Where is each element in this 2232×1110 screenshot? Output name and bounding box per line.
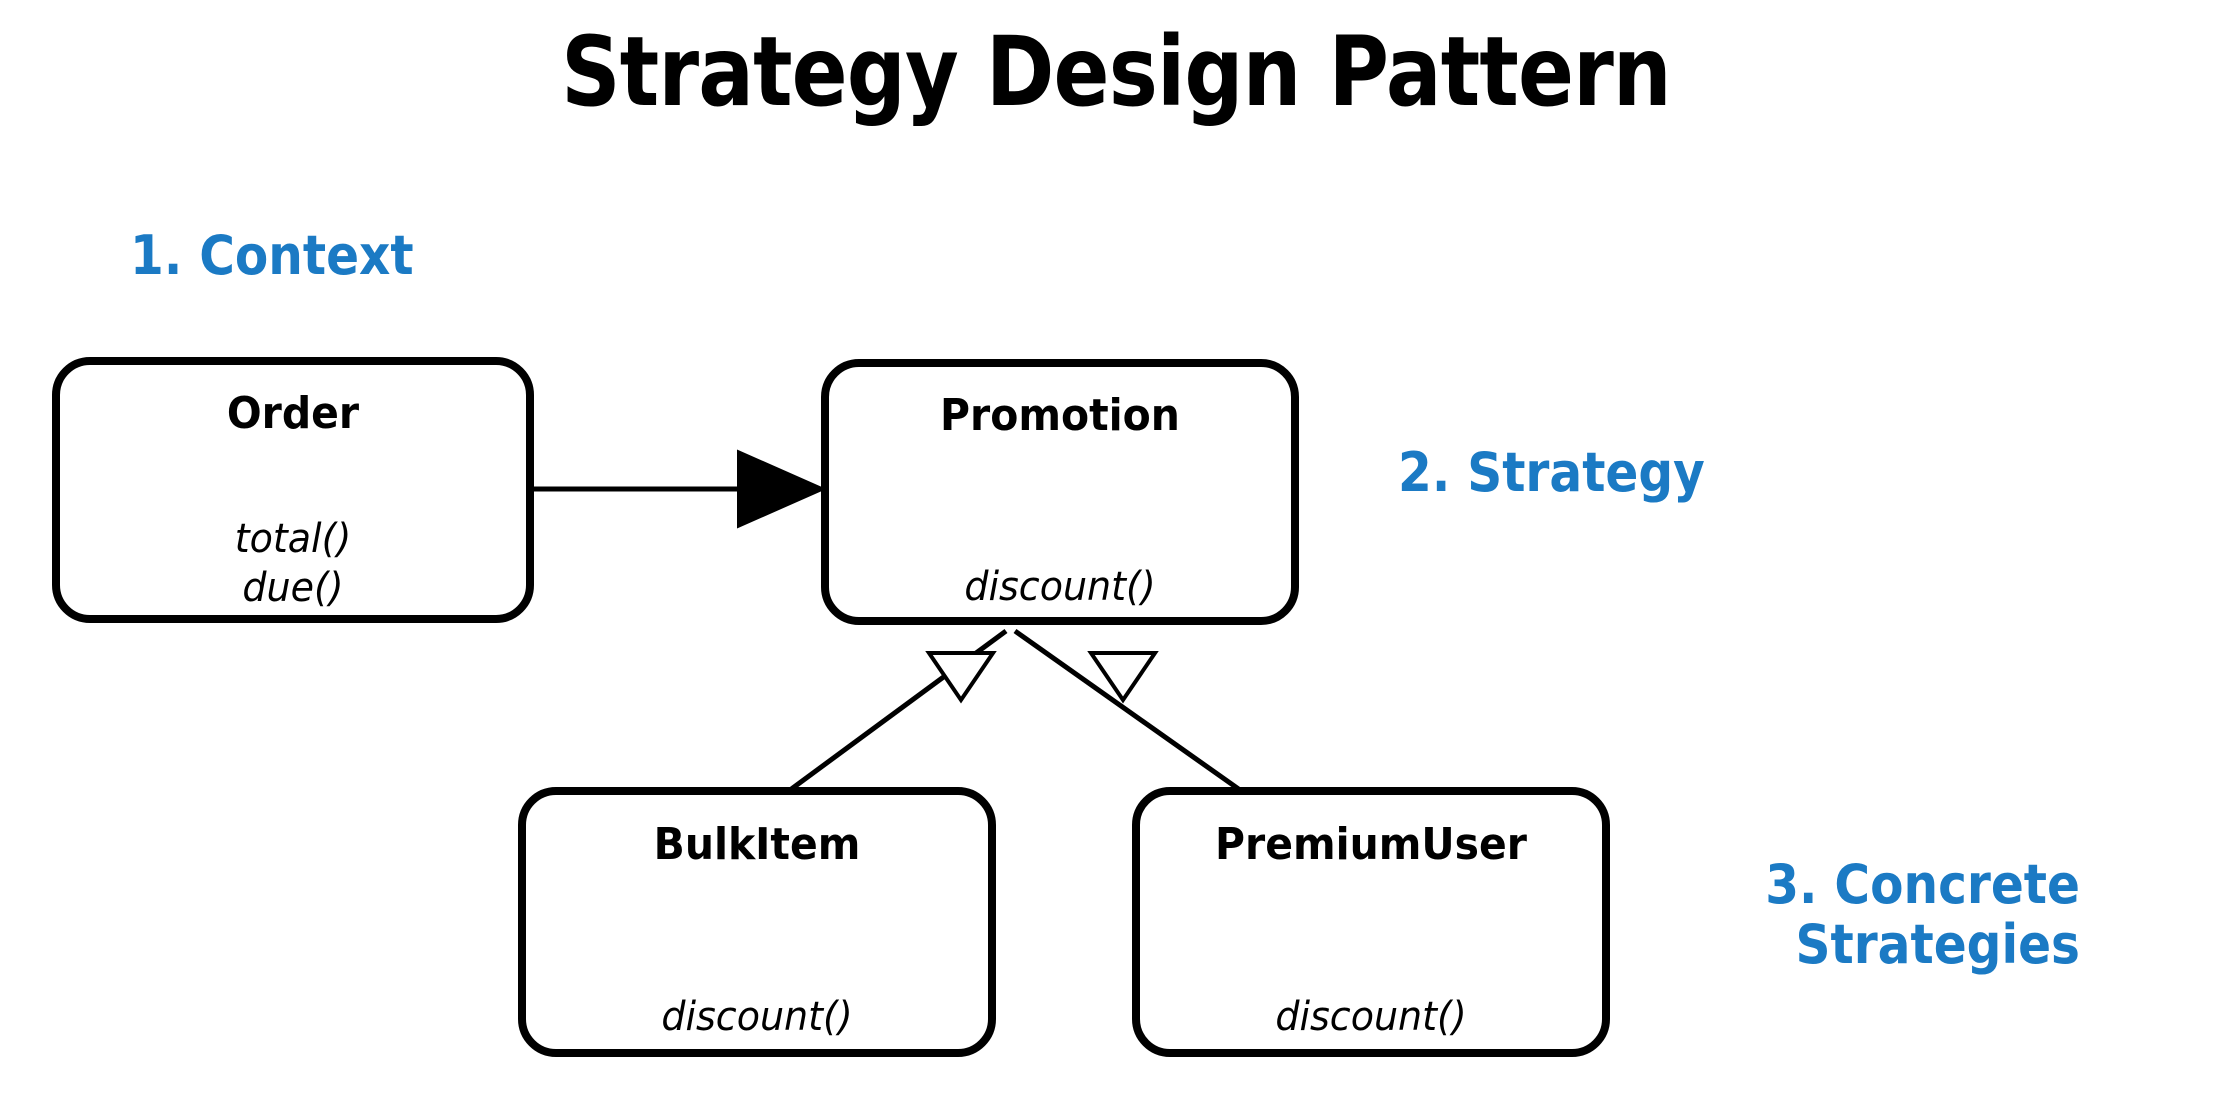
hollow-triangle-arrowhead-icon — [925, 651, 997, 704]
class-box-promotion[interactable] — [821, 359, 1299, 625]
class-methods-order: total() due() — [234, 516, 352, 611]
relationship-bulkitem-inherits-promotion — [788, 628, 1008, 793]
filled-triangle-arrowhead-icon — [737, 449, 827, 529]
class-name-order: Order — [226, 388, 360, 439]
section-label-strategy: 2. Strategy — [1398, 441, 1705, 504]
relationship-order-uses-promotion — [532, 449, 827, 529]
hollow-triangle-arrowhead-icon — [1087, 651, 1159, 704]
section-label-context: 1. Context — [130, 224, 414, 287]
page-title: Strategy Design Pattern — [561, 16, 1672, 128]
generalization-line — [1013, 628, 1242, 793]
class-box-bulkitem[interactable] — [518, 787, 996, 1057]
class-name-bulkitem: BulkItem — [653, 819, 861, 870]
class-name-promotion: Promotion — [940, 390, 1180, 441]
relationship-premiumuser-inherits-promotion — [1013, 628, 1242, 793]
class-methods-promotion: discount() — [964, 564, 1156, 610]
class-methods-bulkitem: discount() — [661, 994, 853, 1040]
class-methods-premiumuser: discount() — [1275, 994, 1467, 1040]
section-label-concrete-strategies: 3. Concrete Strategies — [1765, 853, 2080, 977]
class-name-premiumuser: PremiumUser — [1215, 819, 1527, 870]
class-box-premiumuser[interactable] — [1132, 787, 1610, 1057]
class-box-order[interactable] — [52, 357, 534, 623]
